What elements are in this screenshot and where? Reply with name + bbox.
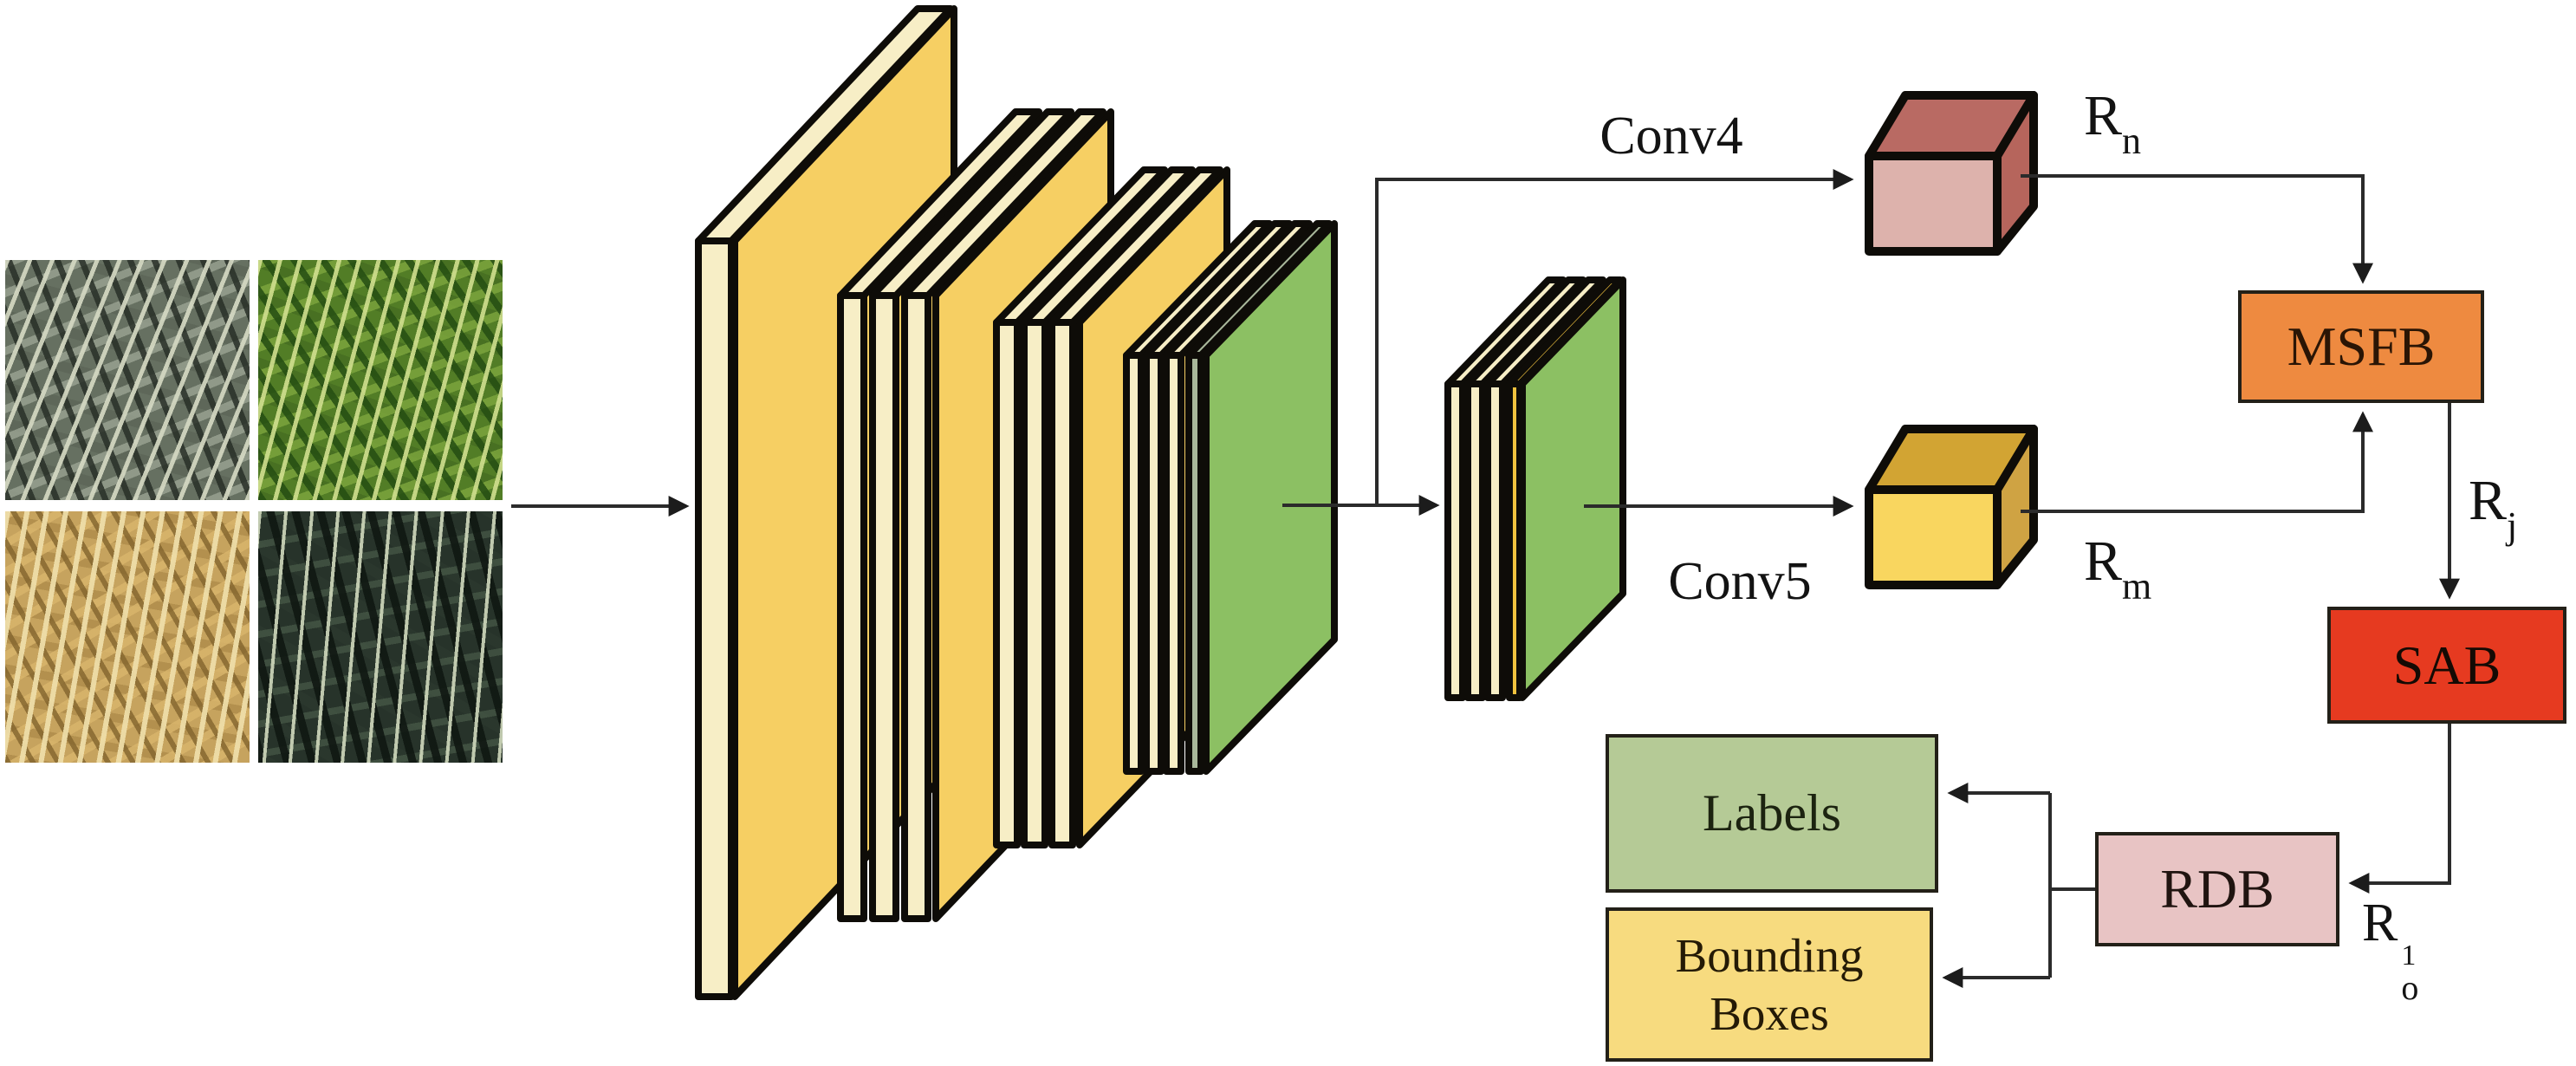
msfb-block: MSFB [2238,290,2484,403]
input-image-wheat-green [258,260,503,500]
arrow-rm-to-msfb [2021,411,2373,513]
feature-cubes [1865,91,2038,589]
conv4-feature-cube-front [1865,152,2002,256]
sab-label: SAB [2392,634,2501,696]
conv4-path-label: Conv4 [1599,107,1743,166]
input-image-wheat-dark [258,511,503,763]
ro-sub: o [2401,968,2419,1007]
conv3-stack-front-layer-2 [1021,319,1048,848]
conv5-path-label: Conv5 [1668,552,1812,611]
conv4-stack-side-face [1203,220,1338,775]
rm-base: R [2084,530,2123,593]
feature-label-rn: Rn [2084,83,2141,160]
conv3-stack-front-layer-3 [1048,319,1076,848]
conv4-stack-front-layer-3 [1163,352,1184,775]
conv5-stack-front-layer-3 [1484,380,1506,701]
labels-label: Labels [1703,784,1841,842]
conv5-stack-front-layer-1 [1444,380,1466,701]
msfb-label: MSFB [2287,315,2436,377]
rdb-block: RDB [2095,832,2339,946]
rm-sub: m [2122,565,2152,608]
backbone-conv-stacks [695,5,1626,1000]
conv5-stack-front-layer-4 [1506,380,1523,701]
conv4-stack [1123,220,1338,775]
input-image-wheat-gray [5,260,250,500]
rdb-label: RDB [2160,858,2274,920]
conv5-stack [1444,276,1626,701]
arrow-rn-to-msfb [2021,174,2373,284]
conv4-stack-front-layer-4 [1185,352,1204,775]
bounding-boxes-output-block: Bounding Boxes [1606,907,1933,1062]
conv5-feature-cube-front [1865,485,2002,589]
rj-sub: j [2507,504,2518,547]
conv2-stack-front-layer-2 [869,292,899,922]
labels-output-block: Labels [1606,734,1938,893]
conv2-stack-front-layer-3 [901,292,931,922]
feature-label-rj: Rj [2469,468,2517,545]
feature-label-rm: Rm [2084,529,2151,606]
conv4-stack-front-layer-1 [1123,352,1145,775]
rn-base: R [2084,84,2123,147]
ro-base: R [2362,894,2398,952]
arrow-conv4-branch [1375,169,1854,505]
input-image-wheat-golden [5,511,250,763]
conv2-stack-front-layer-1 [837,292,867,922]
conv5-stack-front-layer-2 [1464,380,1486,701]
conv3-stack-front-layer-1 [993,319,1021,848]
bounding-boxes-label: Bounding Boxes [1675,928,1864,1040]
conv4-stack-front-layer-2 [1143,352,1165,775]
ro-sup: 1 [2401,939,2417,972]
arrow-sab-to-rdb [2348,724,2451,894]
sab-block: SAB [2327,607,2566,724]
rn-sub: n [2122,120,2142,162]
connectors [511,169,2460,988]
rj-base: R [2469,469,2508,532]
conv1-stack-front-layer-1 [695,237,735,1000]
